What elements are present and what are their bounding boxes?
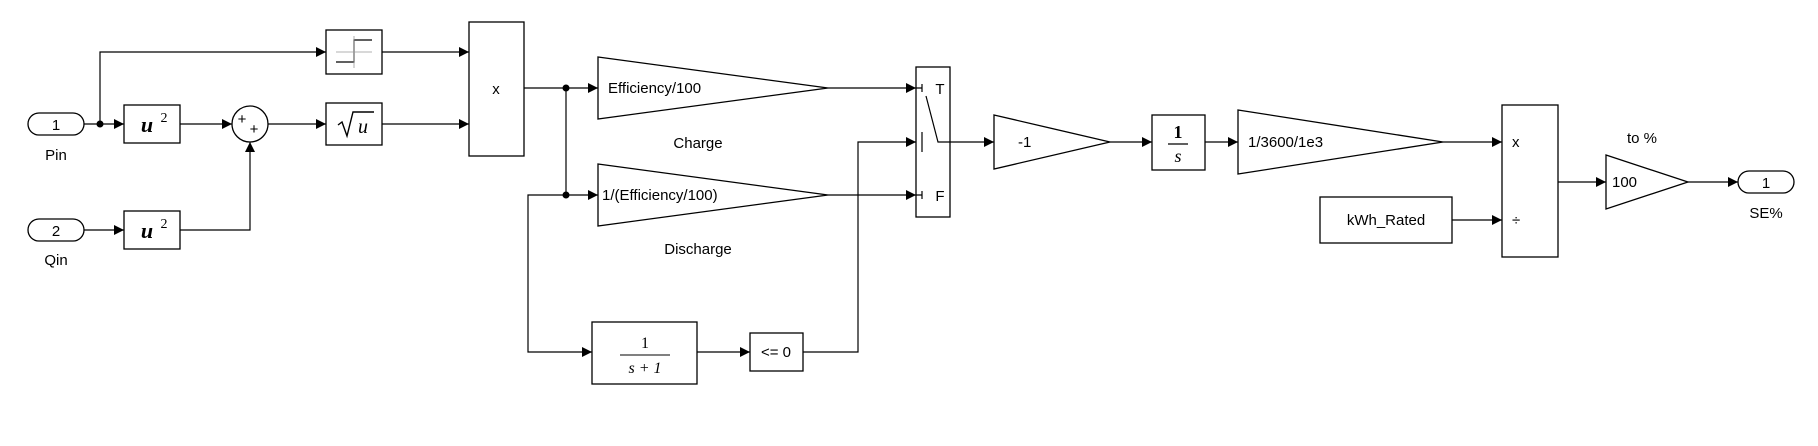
step-axes-icon [336,36,372,68]
gain-percent[interactable]: 100 to % [1605,130,1691,210]
gain-label: Charge [673,135,722,152]
junctions [96,84,570,199]
gain-label: Discharge [664,241,732,258]
outport-number: 1 [1762,175,1770,192]
inport-number: 1 [52,117,60,134]
math-square-block[interactable]: u 2 [123,104,181,144]
inport-label: Pin [45,147,67,164]
outport-label: SE% [1749,205,1782,222]
sum-sign-bottom: + [250,121,259,138]
sum-sign-top: + [238,111,247,128]
product-op: x [492,81,500,98]
tf-denominator: s + 1 [628,360,661,377]
integrator-block[interactable]: 1 s [1151,114,1206,171]
gain-label: to % [1627,130,1657,147]
compare-block[interactable]: <= 0 [749,332,804,372]
square-exponent: 2 [161,217,168,232]
integrator-denominator: s [1174,146,1181,166]
constant-block[interactable]: kWh_Rated [1319,196,1453,244]
gain-value: 1/3600/1e3 [1248,134,1323,151]
transfer-fcn-block[interactable]: 1 s + 1 [591,321,698,385]
gain-negate[interactable]: -1 [993,114,1111,170]
inport-number: 2 [52,223,60,240]
sum-block[interactable]: + + [231,105,269,143]
gain-energy[interactable]: 1/3600/1e3 [1237,109,1444,175]
junction-dot [96,120,104,128]
junction-dot [562,84,570,92]
constant-value: kWh_Rated [1347,212,1425,229]
switch-contact-icon [925,95,950,143]
compare-text: <= 0 [761,344,791,361]
gain-charge[interactable]: Efficiency/100 Charge [597,56,829,152]
inport-pin[interactable]: 1 Pin [27,112,85,164]
switch-port-stubs [916,87,922,196]
gain-value: Efficiency/100 [608,80,701,97]
sqrt-radical-icon [337,111,374,139]
step-block[interactable] [325,29,383,75]
gain-value: 1/(Efficiency/100) [602,187,718,204]
sqrt-block[interactable]: u [325,102,383,146]
gain-value: -1 [1018,134,1031,151]
switch-true-label: T [935,81,944,98]
divide-mul-sign: x [1512,134,1520,151]
signal-lines [84,47,1738,357]
divide-div-sign: ÷ [1512,212,1520,229]
square-exponent: 2 [161,111,168,126]
gain-value: 100 [1612,174,1637,191]
gain-discharge[interactable]: 1/(Efficiency/100) Discharge [597,163,829,258]
tf-numerator: 1 [641,335,649,352]
square-var: u [141,112,153,137]
junction-dot [562,191,570,199]
math-square-block-2[interactable]: u 2 [123,210,181,250]
inport-label: Qin [44,252,67,269]
product-block[interactable]: x [468,21,525,157]
switch-false-label: F [935,188,944,205]
outport-se[interactable]: 1 SE% [1737,170,1795,222]
integrator-numerator: 1 [1174,122,1183,142]
sqrt-arg: u [358,116,368,138]
square-var: u [141,218,153,243]
switch-block[interactable]: T F [915,66,951,218]
divide-block[interactable]: x ÷ [1501,104,1559,258]
inport-qin[interactable]: 2 Qin [27,218,85,269]
